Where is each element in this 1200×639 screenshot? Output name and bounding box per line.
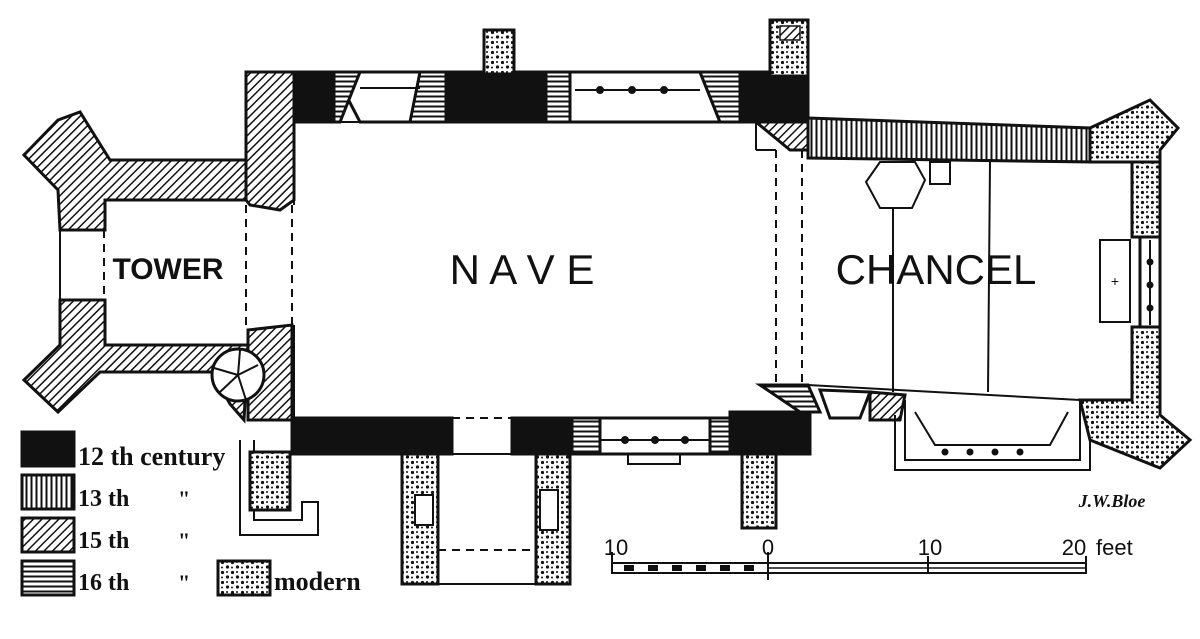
- nave-north-windows: [360, 86, 700, 94]
- nave-south-buttress: [740, 452, 778, 530]
- legend-swatch-13th: [20, 473, 76, 511]
- svg-text:+: +: [1111, 273, 1119, 289]
- nave-outline: [293, 121, 803, 420]
- legend-ditto-13th: ": [178, 486, 190, 511]
- chancel-east-wall: [1078, 235, 1193, 470]
- tower-sw-buttress: [248, 450, 292, 512]
- legend-label-13th: 13 th: [78, 486, 129, 512]
- nave-north-buttress-1: [482, 28, 516, 76]
- tower-outline: [59, 205, 319, 536]
- chancel-outline: [807, 157, 1133, 401]
- legend-ditto-15th: ": [178, 528, 190, 553]
- scale-bar-left-segments: [624, 565, 754, 571]
- tower-label: TOWER: [112, 253, 223, 286]
- nave-south-wall: [290, 410, 812, 456]
- chancel-east-window: [1146, 240, 1154, 325]
- drafter-signature: J.W.Bloe: [1078, 491, 1146, 511]
- porch-outline: [438, 549, 536, 585]
- legend-swatch-modern: [216, 559, 272, 597]
- chancel-altar: +: [1099, 239, 1131, 323]
- legend-swatch-16th: [20, 559, 76, 597]
- legend-ditto-16th: ": [178, 570, 190, 595]
- scale-label-left: 10: [604, 535, 628, 560]
- tower-walls: [21, 70, 296, 424]
- scale-unit: feet: [1096, 535, 1133, 560]
- legend-label-15th: 15 th: [78, 528, 129, 554]
- chancel-south-window: [894, 400, 1091, 471]
- scale-bar: 10 0 10 20 feet: [604, 535, 1133, 580]
- chancel-north-wall: [806, 98, 1181, 239]
- chancel-label: CHANCEL: [836, 246, 1037, 293]
- porch: [400, 452, 572, 586]
- nave-north-wall: [292, 70, 810, 152]
- legend-label-modern: modern: [274, 567, 361, 596]
- scale-label-right: 20: [1062, 535, 1086, 560]
- nave-south-details: [452, 417, 710, 465]
- legend-swatch-12th: [20, 430, 76, 468]
- legend-label-12th: 12 th century: [78, 442, 225, 471]
- nave-label: N A V E: [450, 246, 595, 293]
- scale-label-mid: 10: [918, 535, 942, 560]
- legend-label-16th: 16 th: [78, 570, 129, 596]
- chancel-south-wall: [755, 383, 907, 422]
- legend: 12 th century 13 th " 15 th " 16 th " mo…: [20, 430, 361, 597]
- nave-north-buttress-2: [768, 18, 810, 78]
- scale-label-zero: 0: [762, 535, 774, 560]
- legend-swatch-15th: [20, 516, 76, 554]
- tower-stair: [210, 347, 266, 403]
